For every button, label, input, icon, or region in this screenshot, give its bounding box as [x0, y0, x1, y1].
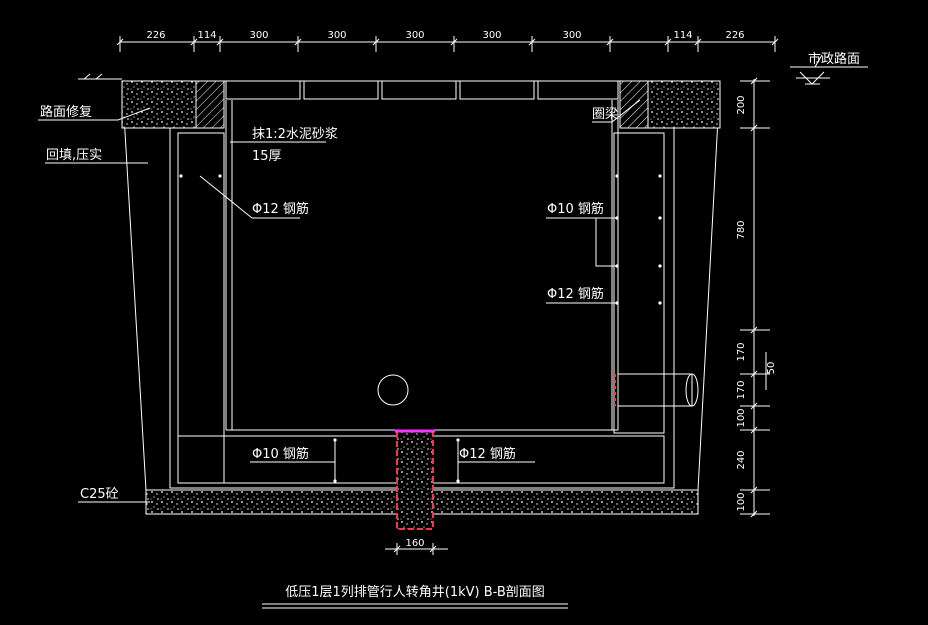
- pavement-repair-label: 路面修复: [40, 104, 92, 120]
- top-dim-5: 300: [482, 30, 501, 41]
- top-dim-1: 114: [197, 30, 216, 41]
- top-tick-slash-10: [771, 38, 779, 46]
- road-surface-label: 市政路面: [808, 51, 860, 67]
- ring-beam-label: 圈梁: [592, 107, 618, 122]
- top-tick-slash-8: [664, 38, 672, 46]
- pipe-conduit: [617, 373, 699, 407]
- bottom-dimension-line: [385, 543, 448, 555]
- top-tick-slash-3: [294, 38, 302, 46]
- cover-slabs: [225, 80, 619, 100]
- right-dim-1: 780: [736, 220, 747, 239]
- top-dimension-line: [116, 36, 779, 52]
- bottom-dim: 160: [405, 538, 424, 549]
- top-tick-slash-6: [528, 38, 536, 46]
- top-dim-4: 300: [405, 30, 424, 41]
- leader-lines: [38, 99, 641, 503]
- top-dim-2: 300: [249, 30, 268, 41]
- backfill-label: 回填,压实: [46, 148, 102, 163]
- right-dimension-line: [740, 77, 770, 518]
- rebar-bottom-right-label: Φ12 钢筋: [459, 446, 516, 462]
- top-tick-slash-2: [216, 38, 224, 46]
- plaster-thickness-label: 15厚: [252, 149, 282, 164]
- top-dim-0: 226: [146, 30, 165, 41]
- right-dim-4: 170: [736, 380, 747, 399]
- sump-pit: [396, 430, 434, 530]
- right-dim-6: 240: [736, 450, 747, 469]
- rebar-left-wall-label: Φ12 钢筋: [252, 201, 309, 217]
- right-dim-7: 100: [736, 492, 747, 511]
- top-tick-slash-7: [606, 38, 614, 46]
- right-dim-0: 200: [736, 95, 747, 114]
- rebar-right-lower-label: Φ12 钢筋: [547, 286, 604, 302]
- drain-hole: [377, 374, 409, 406]
- pavement-repair-right: [647, 80, 721, 129]
- excavation-outline: [121, 80, 721, 491]
- pavement-repair-left: [121, 80, 197, 129]
- top-dim-3: 300: [327, 30, 346, 41]
- right-dimension-labels: 200 780 170 50 170 100 240 100: [736, 95, 777, 511]
- road-surface-symbol: [790, 54, 868, 85]
- top-dimension-labels: 226 114 300 300 300 300 300 114 226: [146, 30, 744, 41]
- right-dim-3: 50: [766, 362, 777, 375]
- top-tick-slash-4: [372, 38, 380, 46]
- top-tick-slash-5: [450, 38, 458, 46]
- top-tick-slash-1: [190, 38, 198, 46]
- top-tick-slash-0: [116, 38, 124, 46]
- rebar-right-upper-label: Φ10 钢筋: [547, 201, 604, 217]
- right-dim-2: 170: [736, 342, 747, 361]
- plaster-label: 抹1:2水泥砂浆: [252, 127, 338, 142]
- rebar-bottom-left-label: Φ10 钢筋: [252, 446, 309, 462]
- right-dim-5: 100: [736, 408, 747, 427]
- ring-beam-left: [195, 80, 225, 129]
- ground-line-left: [78, 73, 122, 80]
- drawing-title: 低压1层1列排管行人转角井(1kV) B-B剖面图: [285, 585, 545, 600]
- top-dim-6: 300: [562, 30, 581, 41]
- concrete-label: C25砼: [80, 487, 119, 502]
- top-dim-8: 226: [725, 30, 744, 41]
- top-dim-7: 114: [673, 30, 692, 41]
- title-underline: [262, 603, 568, 609]
- top-tick-slash-9: [694, 38, 702, 46]
